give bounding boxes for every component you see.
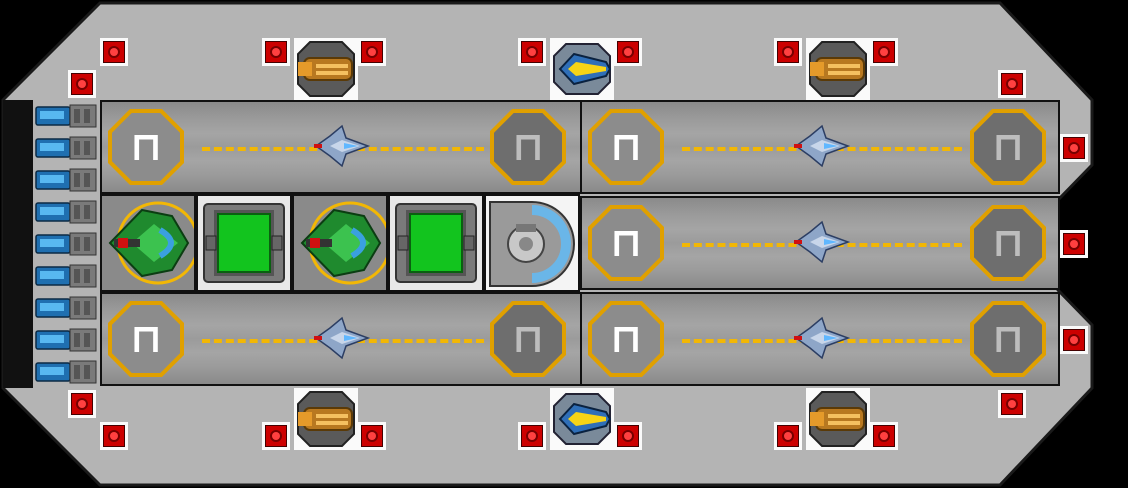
- landing-pad-bottom-left-launch[interactable]: ⊓: [108, 301, 184, 377]
- blue-interceptor-icon[interactable]: [792, 220, 852, 264]
- red-weapon-hardpoint-icon[interactable]: [262, 38, 290, 66]
- gold-cannon-turret-icon[interactable]: [806, 38, 870, 100]
- pad-surface: ⊓: [974, 209, 1042, 277]
- landing-pad-middle-right-land[interactable]: ⊓: [970, 205, 1046, 281]
- ion-thruster-icon[interactable]: [34, 326, 98, 354]
- ion-thruster-icon[interactable]: [34, 230, 98, 258]
- reactor-module[interactable]: [484, 194, 580, 292]
- red-weapon-hardpoint-icon[interactable]: [518, 38, 546, 66]
- red-weapon-hardpoint-icon[interactable]: [100, 422, 128, 450]
- red-weapon-hardpoint-icon[interactable]: [774, 422, 802, 450]
- blue-plasma-turret-icon[interactable]: [550, 388, 614, 450]
- landing-pad-bottom-left-land[interactable]: ⊓: [490, 301, 566, 377]
- landing-pad-top-right-land[interactable]: ⊓: [970, 109, 1046, 185]
- gold-cannon-turret-icon[interactable]: [294, 388, 358, 450]
- red-weapon-hardpoint-icon[interactable]: [998, 390, 1026, 418]
- ion-thruster-icon[interactable]: [34, 198, 98, 226]
- pad-surface: ⊓: [494, 305, 562, 373]
- pad-marking: ⊓: [992, 124, 1024, 170]
- blue-interceptor-icon[interactable]: [792, 124, 852, 168]
- pad-surface: ⊓: [112, 113, 180, 181]
- gold-cannon-turret-icon[interactable]: [806, 388, 870, 450]
- pad-surface: ⊓: [592, 305, 660, 373]
- green-fighter-bay-2[interactable]: [292, 194, 392, 292]
- pad-surface: ⊓: [592, 113, 660, 181]
- red-weapon-hardpoint-icon[interactable]: [870, 38, 898, 66]
- landing-pad-top-left-launch[interactable]: ⊓: [108, 109, 184, 185]
- red-weapon-hardpoint-icon[interactable]: [68, 70, 96, 98]
- red-weapon-hardpoint-icon[interactable]: [262, 422, 290, 450]
- ion-thruster-icon[interactable]: [34, 102, 98, 130]
- pad-marking: ⊓: [512, 124, 544, 170]
- blue-interceptor-icon[interactable]: [312, 124, 372, 168]
- red-weapon-hardpoint-icon[interactable]: [518, 422, 546, 450]
- red-weapon-hardpoint-icon[interactable]: [1060, 230, 1088, 258]
- red-weapon-hardpoint-icon[interactable]: [614, 38, 642, 66]
- green-cargo-crate-icon: [203, 203, 285, 283]
- red-weapon-hardpoint-icon[interactable]: [1060, 134, 1088, 162]
- blue-interceptor-icon[interactable]: [792, 316, 852, 360]
- pad-marking: ⊓: [130, 124, 162, 170]
- red-weapon-hardpoint-icon[interactable]: [614, 422, 642, 450]
- pad-surface: ⊓: [112, 305, 180, 373]
- blue-interceptor-icon[interactable]: [312, 316, 372, 360]
- reactor-dome-icon: [489, 201, 575, 287]
- landing-pad-middle-right-launch[interactable]: ⊓: [588, 205, 664, 281]
- gold-cannon-turret-icon[interactable]: [294, 38, 358, 100]
- cargo-bay-1[interactable]: [196, 194, 292, 292]
- red-weapon-hardpoint-icon[interactable]: [1060, 326, 1088, 354]
- blue-plasma-turret-icon[interactable]: [550, 38, 614, 100]
- landing-pad-top-right-launch[interactable]: ⊓: [588, 109, 664, 185]
- pad-marking: ⊓: [610, 124, 642, 170]
- landing-pad-bottom-right-launch[interactable]: ⊓: [588, 301, 664, 377]
- pad-surface: ⊓: [974, 305, 1042, 373]
- ion-thruster-icon[interactable]: [34, 262, 98, 290]
- pad-marking: ⊓: [512, 316, 544, 362]
- landing-pad-top-left-land[interactable]: ⊓: [490, 109, 566, 185]
- pad-marking: ⊓: [610, 316, 642, 362]
- ion-thruster-icon[interactable]: [34, 166, 98, 194]
- red-weapon-hardpoint-icon[interactable]: [68, 390, 96, 418]
- red-weapon-hardpoint-icon[interactable]: [870, 422, 898, 450]
- red-weapon-hardpoint-icon[interactable]: [358, 38, 386, 66]
- pad-marking: ⊓: [992, 316, 1024, 362]
- ion-thruster-icon[interactable]: [34, 294, 98, 322]
- landing-pad-bottom-right-land[interactable]: ⊓: [970, 301, 1046, 377]
- pad-marking: ⊓: [610, 220, 642, 266]
- red-weapon-hardpoint-icon[interactable]: [998, 70, 1026, 98]
- red-weapon-hardpoint-icon[interactable]: [358, 422, 386, 450]
- green-heavy-fighter-icon: [300, 201, 392, 285]
- ion-thruster-icon[interactable]: [34, 134, 98, 162]
- red-weapon-hardpoint-icon[interactable]: [100, 38, 128, 66]
- red-weapon-hardpoint-icon[interactable]: [774, 38, 802, 66]
- pad-surface: ⊓: [974, 113, 1042, 181]
- pad-marking: ⊓: [992, 220, 1024, 266]
- cargo-bay-2[interactable]: [388, 194, 484, 292]
- green-heavy-fighter-icon: [108, 201, 200, 285]
- green-fighter-bay-1[interactable]: [100, 194, 200, 292]
- pad-surface: ⊓: [592, 209, 660, 277]
- green-cargo-crate-icon: [395, 203, 477, 283]
- pad-surface: ⊓: [494, 113, 562, 181]
- ion-thruster-icon[interactable]: [34, 358, 98, 386]
- pad-marking: ⊓: [130, 316, 162, 362]
